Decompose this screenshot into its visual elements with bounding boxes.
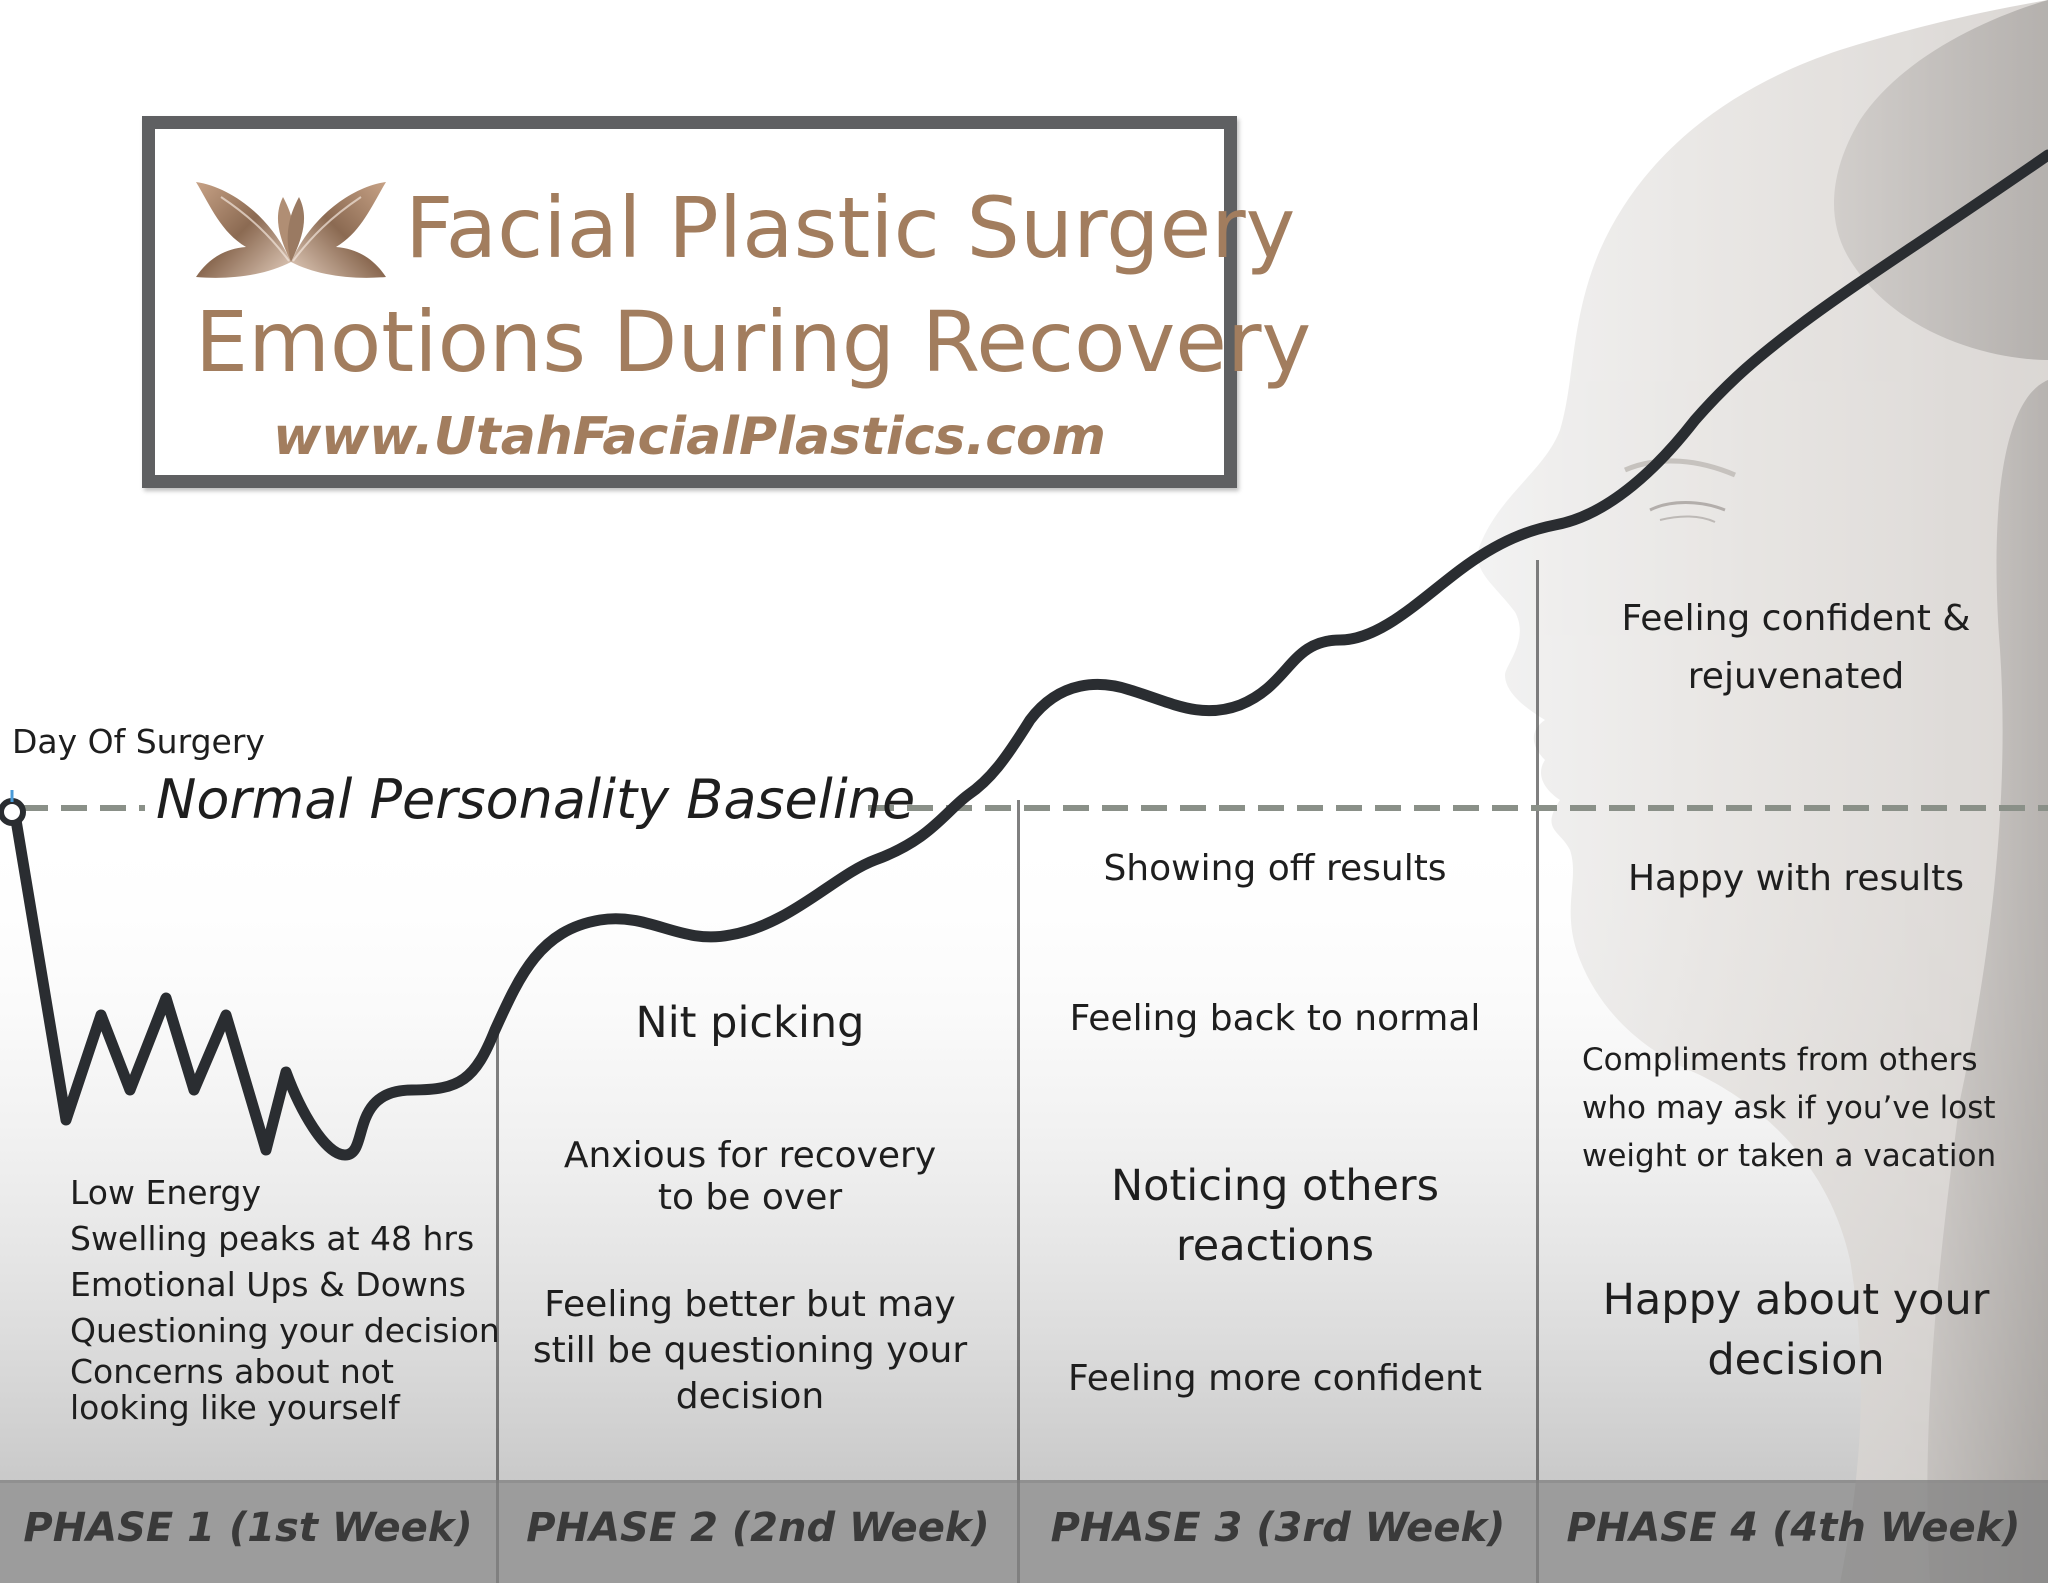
phase4-happy-results: Happy with results: [1552, 858, 2040, 900]
phase3-more-confident: Feeling more confident: [1030, 1358, 1520, 1400]
phase4-compliments-line: Compliments from others: [1582, 1042, 1978, 1078]
title-box: Facial Plastic Surgery Emotions During R…: [142, 116, 1312, 488]
phase-label-3: PHASE 3 (3rd Week): [1050, 1505, 1506, 1551]
phase3-noticing-line: reactions: [1176, 1221, 1374, 1271]
phase4-confident-line: Feeling confident &: [1621, 598, 1971, 639]
phase-divider-2: [1017, 800, 1020, 1583]
surgery-day-marker: [0, 798, 26, 826]
phase-label-2: PHASE 2 (2nd Week): [526, 1505, 990, 1551]
phase-divider-3: [1536, 560, 1539, 1583]
phase1-item: looking like yourself: [70, 1388, 400, 1427]
phase-bar: [0, 1480, 2048, 1583]
phase2-nit-picking: Nit picking: [560, 998, 940, 1048]
website-url[interactable]: www.UtahFacialPlastics.com: [273, 407, 1106, 467]
phase4-happy-decision-line: Happy about your: [1602, 1275, 1990, 1325]
phase4-happy-results-text: Happy with results: [1627, 858, 1964, 899]
phase3-more-confident-text: Feeling more confident: [1067, 1358, 1483, 1399]
phase3-noticing-line: Noticing others: [1110, 1161, 1440, 1211]
phase4-happy-decision: Happy about your decision: [1552, 1270, 2040, 1390]
phase2-nit-picking-text: Nit picking: [635, 998, 865, 1048]
phase-label-1: PHASE 1 (1st Week): [23, 1505, 473, 1551]
phase-label-4: PHASE 4 (4th Week): [1566, 1505, 2021, 1551]
phase4-compliments: Compliments from others who may ask if y…: [1582, 1036, 1996, 1180]
phase4-confident-line: rejuvenated: [1687, 656, 1905, 697]
phase-divider-1: [496, 1020, 499, 1583]
phase2-better-line: still be questioning your: [532, 1330, 968, 1371]
phase3-back-normal: Feeling back to normal: [1030, 998, 1520, 1040]
butterfly-logo-icon: [196, 182, 386, 278]
day-of-surgery-label: Day Of Surgery: [12, 722, 265, 761]
phase2-anxious-line: to be over: [657, 1177, 843, 1219]
phase1-item: Swelling peaks at 48 hrs: [70, 1219, 475, 1258]
phase4-compliments-line: who may ask if you’ve lost: [1582, 1090, 1996, 1126]
phase1-list: Low Energy Swelling peaks at 48 hrs Emot…: [70, 1170, 500, 1426]
emotion-curve: [8, 149, 2048, 1161]
phase1-item: Questioning your decision: [70, 1311, 500, 1350]
phase2-anxious: Anxious for recovery to be over: [520, 1135, 980, 1219]
phase4-confident: Feeling confident & rejuvenated: [1552, 590, 2040, 706]
phase3-showing-off-text: Showing off results: [1103, 848, 1447, 889]
phase3-back-normal-text: Feeling back to normal: [1069, 998, 1481, 1039]
phase3-noticing: Noticing others reactions: [1030, 1156, 1520, 1276]
phase1-item: Emotional Ups & Downs: [70, 1265, 466, 1304]
phase3-showing-off: Showing off results: [1030, 848, 1520, 890]
phase1-item: Low Energy: [70, 1173, 262, 1212]
phase1-item: Concerns about not: [70, 1352, 394, 1391]
phase4-compliments-line: weight or taken a vacation: [1582, 1138, 1997, 1174]
title-line-2: Emotions During Recovery: [195, 293, 1312, 391]
title-line-1: Facial Plastic Surgery: [405, 179, 1296, 277]
baseline-label: Normal Personality Baseline: [156, 768, 916, 831]
phase4-happy-decision-line: decision: [1707, 1335, 1885, 1385]
phase-dividers: [496, 560, 1539, 1583]
phase2-feeling-better: Feeling better but may still be question…: [520, 1282, 980, 1420]
phase2-better-line: Feeling better but may: [544, 1284, 956, 1325]
phase2-anxious-line: Anxious for recovery: [563, 1135, 937, 1176]
phase2-better-line: decision: [675, 1376, 825, 1417]
